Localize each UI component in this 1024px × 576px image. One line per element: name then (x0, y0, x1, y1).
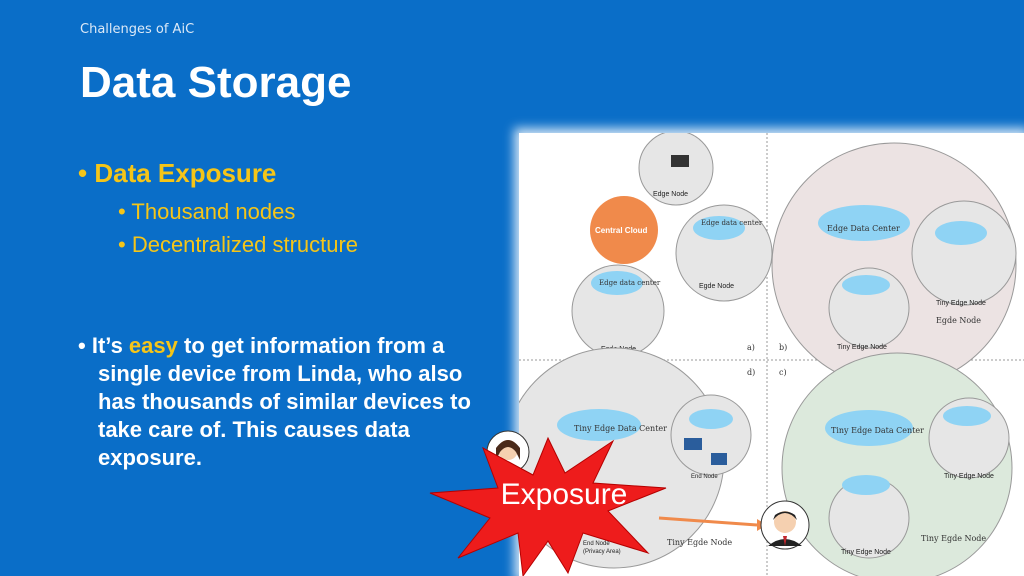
sub-bullet-thousand-nodes: • Thousand nodes (118, 195, 498, 228)
central-cloud-label: Central Cloud (595, 226, 648, 235)
exposure-callout-label: Exposure (478, 478, 650, 512)
egde-node-b-label: Egde Node (936, 316, 981, 325)
quad-label-b: b) (779, 343, 787, 352)
slide-title: Data Storage (80, 58, 351, 108)
end-node-d1-label: End Node (691, 474, 718, 480)
quad-label-c: c) (779, 368, 787, 377)
tiny-egde-node-d-label: Tiny Egde Node (667, 538, 732, 547)
tiny-egde-node-c-label: Tiny Egde Node (921, 534, 986, 543)
quad-label-a: a) (747, 343, 755, 352)
edge-dc-a1-label: Edge data center (701, 219, 763, 227)
bullet-data-exposure: • Data Exposure (78, 158, 498, 189)
tiny-edge-node-b2-label: Tiny Edge Node (936, 300, 986, 307)
quad-label-d: d) (747, 368, 755, 377)
attacker-avatar-icon (760, 500, 810, 550)
tiny-edge-node-c1-label: Tiny Edge Node (841, 549, 891, 556)
edge-dc-a2-label: Edge data center (599, 279, 661, 287)
tiny-edge-dc-c-label: Tiny Edge Data Center (831, 426, 924, 435)
bullet-list: • Data Exposure • Thousand nodes • Decen… (78, 158, 498, 261)
edge-node-top-label: Edge Node (653, 191, 688, 198)
egde-node-a1-label: Egde Node (699, 283, 734, 290)
highlight-easy: easy (129, 333, 178, 358)
edge-dc-b-label: Edge Data Center (827, 224, 900, 233)
sub-bullet-decentralized: • Decentralized structure (118, 228, 498, 261)
tiny-edge-dc-d-label: Tiny Edge Data Center (574, 424, 667, 433)
exposure-paragraph: • It’s easy to get information from a si… (78, 332, 488, 472)
tiny-edge-node-c2-label: Tiny Edge Node (944, 473, 994, 480)
breadcrumb: Challenges of AiC (80, 22, 194, 37)
tiny-edge-node-b1-label: Tiny Edge Node (837, 344, 887, 351)
